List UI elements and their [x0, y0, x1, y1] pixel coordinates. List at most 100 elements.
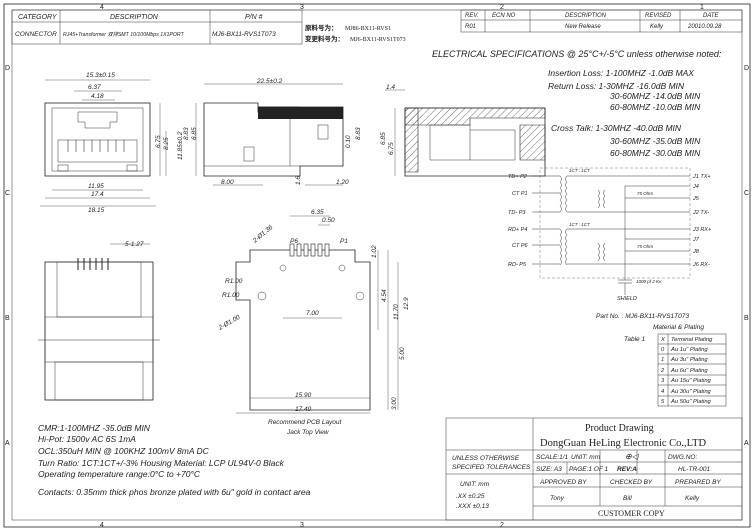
- ratio-top: 1CT : 1CT: [569, 168, 591, 173]
- checked-name: Bill: [623, 495, 632, 502]
- dim-15-3: 15.3±0.15: [86, 72, 115, 79]
- dim-6-85a: 6.85: [191, 127, 198, 140]
- plating-v-0: Au 1u" Plating: [670, 347, 708, 353]
- resistor-top: 75 Ohm: [637, 191, 653, 196]
- dwg-no-label: DWG.NO:: [668, 454, 697, 461]
- dim-1-4: 1.4: [386, 84, 395, 91]
- plating-x-4: 4: [661, 389, 664, 395]
- bottom-marker-4: 4: [100, 522, 104, 529]
- plating-v-1: Au 3u" Plating: [670, 357, 708, 363]
- approved-name: Tony: [550, 495, 565, 502]
- ratio-bottom: 1CT : 1CT: [569, 222, 591, 227]
- tol-line-2: SPECIFED TOLERANCES: [452, 464, 531, 471]
- electrical-specs: ELECTRICAL SPECIFICATIONS @ 25°C+/-5°C u…: [432, 49, 722, 158]
- dim-1-6: 1.6: [295, 176, 302, 185]
- cap-value: 1000 pf 2 Kv: [636, 279, 662, 284]
- plating-x-3: 3: [661, 378, 665, 384]
- side-marker-c: C: [5, 190, 10, 197]
- dim-18-15: 18.15: [88, 207, 105, 214]
- scale: SCALE:1/1: [536, 454, 569, 461]
- note-turn: Turn Ratio: 1CT:1CT+/-3% Housing Materia…: [38, 458, 285, 468]
- dim-22-5: 22.5±0.2: [256, 78, 283, 85]
- side-marker-b-right: B: [744, 315, 749, 322]
- top-marker-2: 2: [500, 4, 504, 11]
- side-marker-c-right: C: [744, 190, 749, 197]
- dim-12-9: 12.9: [403, 297, 410, 310]
- dim-8-25: 8.25: [163, 137, 170, 150]
- dim-4-18: 4.18: [91, 93, 104, 100]
- revision-table: REV. ECN NO DESCRIPTION REVISED DATE R01…: [460, 9, 743, 33]
- pin-td-minus: TD- P3: [508, 210, 526, 216]
- side-marker-b: B: [5, 315, 10, 322]
- dim-6-35: 6.35: [311, 209, 324, 216]
- pin-j1: J1 TX+: [692, 174, 711, 180]
- dim-4-54: 4.54: [381, 289, 388, 302]
- inner-border: [11, 9, 743, 521]
- pin-rd-minus: RD- P5: [508, 262, 527, 268]
- pin-j5: J5: [692, 196, 700, 202]
- schematic: TD+ P2 CT P1 TD- P3 RD+ P4 CT P6 RD- P5 …: [508, 167, 712, 302]
- bottom-marker-2: 2: [500, 522, 504, 529]
- layout-caption-1: Recommend PCB Layout: [268, 419, 343, 426]
- dim-5-1-27: 5-1.27: [125, 241, 144, 248]
- dim-11-70: 11.70: [393, 304, 400, 320]
- notes: CMR:1-100MHZ -35.0dB MIN Hi-Pot: 1500v A…: [38, 423, 311, 497]
- tol-unit: UNIT: mm: [460, 481, 490, 488]
- table-label: Table 1: [624, 336, 645, 343]
- pin-j2: J2 TX-: [692, 210, 709, 216]
- pin-j7: J7: [692, 237, 700, 243]
- dim-6-85b: 6.85: [380, 132, 387, 145]
- pin-j8: J8: [692, 249, 700, 255]
- side-marker-a: A: [5, 440, 10, 447]
- dim-8-83b: 8.83: [355, 127, 362, 140]
- note-cmr: CMR:1-100MHZ -35.0dB MIN: [38, 423, 151, 433]
- checked-label: CHECKED BY: [610, 479, 653, 486]
- dim-0-50: 0.50: [322, 217, 335, 224]
- return-loss-2: 30-60MHZ -14.0dB MIN: [610, 91, 701, 101]
- ecn-header: ECN NO: [492, 13, 516, 19]
- dim-6-75a: 6.75: [155, 135, 162, 148]
- original-pn-label: 原料号为：: [305, 23, 338, 32]
- cross-talk-3: 60-80MHZ -30.0dB MIN: [610, 148, 701, 158]
- plating-h-x: X: [660, 337, 666, 343]
- plating-x-1: 1: [661, 357, 664, 363]
- title-block: Product Drawing DongGuan HeLing Electron…: [445, 417, 743, 521]
- side-marker-d: D: [5, 65, 10, 72]
- dim-r1-00a: R1.00: [225, 278, 243, 285]
- dim-7-00: 7.00: [306, 310, 319, 317]
- return-loss-1: Return Loss: 1-30MHZ -16.0dB MIN: [548, 81, 685, 91]
- dim-15-90: 15.90: [295, 392, 312, 399]
- date-value: 20010.09.28: [687, 24, 722, 30]
- pin-p6: P6: [290, 238, 298, 245]
- rev-value: R01: [465, 24, 476, 30]
- customer-copy: CUSTOMER COPY: [598, 509, 665, 518]
- side-view: 22.5±0.2 11.85±0.2 8.83 6.85 8.00 1.6 1.…: [177, 78, 362, 186]
- category-value: CONNECTOR: [15, 31, 57, 38]
- cross-talk-2: 30-60MHZ -35.0dB MIN: [610, 136, 701, 146]
- projection-icon: ⊕◁: [625, 452, 640, 461]
- prepared-name: Kelly: [685, 495, 700, 502]
- rev-desc-header: DESCRIPTION: [565, 13, 607, 19]
- size: SIZE: A3: [536, 466, 562, 473]
- dim-6-75b: 6.75: [388, 142, 395, 155]
- note-hipot: Hi-Pot: 1500v AC 6S 1mA: [38, 434, 136, 444]
- pin-ct-p6: CT P6: [512, 243, 529, 249]
- sheet-border: [3, 3, 751, 528]
- dim-3-00: 3.00: [391, 397, 398, 410]
- pn-value: MJ6-BX11-RVS1T073: [212, 31, 276, 38]
- pin-rd-plus: RD+ P4: [508, 227, 527, 233]
- pin-j6: J6 RX-: [692, 262, 710, 268]
- rev-desc-value: New Release: [565, 24, 601, 30]
- bottom-view: 5-1.27: [38, 241, 160, 401]
- plating-table: Part No. : MJ6-BX11-RVS1T073 Material & …: [596, 313, 727, 407]
- side-marker-a-right: A: [744, 440, 749, 447]
- plating-x-0: 0: [661, 347, 665, 353]
- dim-r1-00b: R1.00: [222, 292, 240, 299]
- company-name: DongGuan HeLing Electronic Co.,LTD: [540, 438, 707, 449]
- return-loss-3: 60-80MHZ -10.0dB MIN: [610, 102, 701, 112]
- category-header: CATEGORY: [18, 14, 58, 21]
- prepared-label: PREPARED BY: [675, 479, 721, 486]
- dim-11-95: 11.95: [88, 183, 104, 190]
- part-no: Part No. : MJ6-BX11-RVS1T073: [596, 313, 689, 320]
- pin-j3: J3 RX+: [692, 227, 712, 233]
